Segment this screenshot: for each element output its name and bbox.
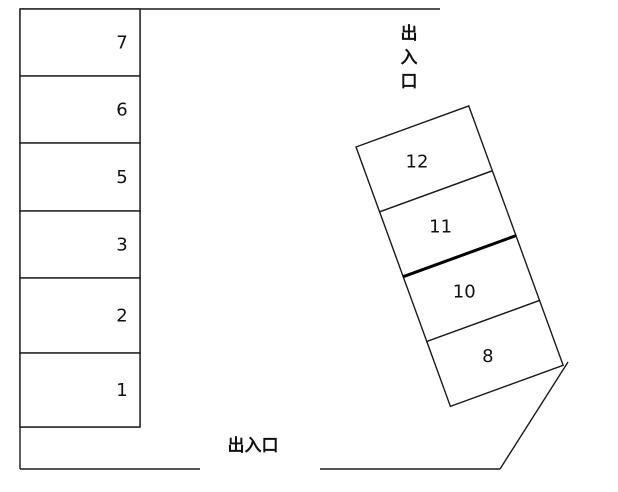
parking-space-number: 6 <box>116 100 127 121</box>
parking-space-6[interactable] <box>19 75 141 144</box>
parking-space-1[interactable] <box>19 352 141 428</box>
parking-space-number: 3 <box>116 235 127 256</box>
bold-divider-line <box>402 234 517 279</box>
left-row-stalls: 7 6 5 3 2 1 <box>19 8 141 428</box>
entrance-top-char-2: 入 <box>401 48 418 68</box>
parking-space-number: 12 <box>406 152 429 173</box>
entrance-bottom-label: 出入口 <box>228 435 279 456</box>
parking-space-number: 5 <box>116 167 127 188</box>
parking-space-number: 1 <box>116 380 127 401</box>
parking-space-3[interactable] <box>19 210 141 279</box>
parking-space-8[interactable] <box>425 299 565 408</box>
parking-space-number: 8 <box>482 346 493 367</box>
parking-space-2[interactable] <box>19 277 141 354</box>
diagonal-boundary-line <box>499 361 569 470</box>
parking-space-number: 10 <box>453 281 476 302</box>
entrance-top-char-1: 出 <box>401 23 418 44</box>
right-block-stalls: 12 11 10 8 <box>355 105 565 408</box>
parking-space-number: 7 <box>116 33 127 54</box>
parking-space-number: 2 <box>116 306 127 327</box>
parking-space-5[interactable] <box>19 142 141 212</box>
parking-space-number: 11 <box>429 216 452 237</box>
entrance-top-char-3: 口 <box>401 72 418 92</box>
